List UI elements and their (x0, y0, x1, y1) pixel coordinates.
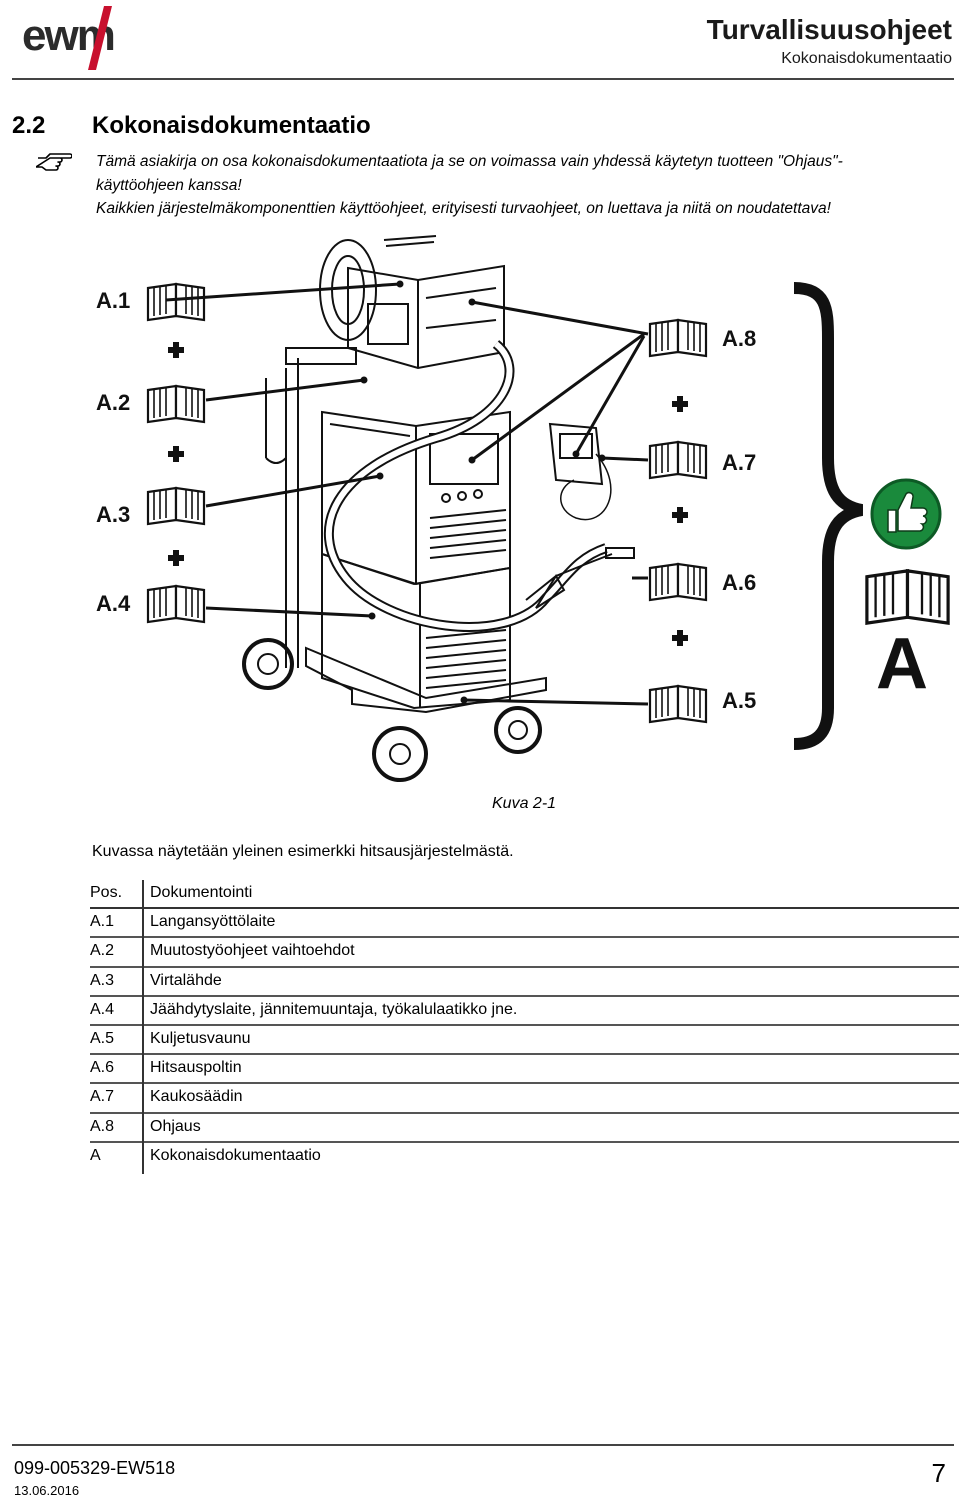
label-a8: A.8 (722, 326, 756, 351)
table-cell-doc: Kokonaisdokumentaatio (142, 1142, 959, 1174)
documentation-overview-figure: A.1 A.2 A.3 A.4 A.8 A.7 A.6 A.5 A (96, 235, 950, 782)
curly-brace-icon (793, 282, 864, 750)
note-line-1: Tämä asiakirja on osa kokonaisdokumentaa… (96, 153, 843, 170)
label-a5: A.5 (722, 688, 756, 713)
table-header-row: Pos. Dokumentointi (90, 880, 959, 910)
table-row: A.8 Ohjaus (90, 1113, 959, 1143)
table-cell-doc: Jäähdytyslaite, jännitemuuntaja, työkalu… (142, 996, 959, 1026)
page-header-title: Turvallisuusohjeet (706, 14, 952, 45)
table-cell-doc: Kuljetusvaunu (142, 1025, 959, 1056)
plus-icon (168, 550, 184, 566)
leader-lines (165, 282, 649, 706)
table-row: A.7 Kaukosäädin (90, 1084, 959, 1114)
note-line-3: Kaikkien järjestelmäkomponenttien käyttö… (96, 200, 831, 217)
table-row: A.6 Hitsauspoltin (90, 1055, 959, 1085)
label-a7: A.7 (722, 450, 756, 475)
pointing-hand-icon (36, 153, 72, 171)
manual-book-icon (648, 684, 708, 724)
table-row: A Kokonaisdokumentaatio (90, 1142, 959, 1174)
note-line-2: käyttöohjeen kanssa! (96, 176, 242, 194)
manual-book-icon (146, 486, 206, 526)
manual-book-icon (648, 562, 708, 602)
table-cell-pos: A.1 (90, 913, 115, 931)
table-cell-pos: A.5 (90, 1029, 115, 1047)
table-cell-doc: Langansyöttölaite (142, 909, 959, 939)
label-a2: A.2 (96, 390, 130, 415)
table-cell-doc: Ohjaus (142, 1113, 959, 1143)
manual-book-icon (146, 384, 206, 424)
table-header-doc: Dokumentointi (142, 880, 959, 910)
label-a6: A.6 (722, 570, 756, 595)
table-cell-pos: A.4 (90, 1000, 115, 1018)
footer-divider (12, 1444, 954, 1446)
plus-icon (168, 446, 184, 462)
table-cell-doc: Kaukosäädin (142, 1084, 959, 1114)
thumbs-up-icon (870, 478, 942, 550)
header-divider (12, 78, 954, 80)
ewm-logo: ewm (22, 6, 116, 70)
leader-dots (360, 280, 606, 704)
complete-documentation-book-icon (865, 569, 950, 625)
note-block: Tämä asiakirja on osa kokonaisdokumentaa… (96, 150, 916, 221)
label-a3: A.3 (96, 502, 130, 527)
table-cell-pos: A (90, 1146, 101, 1164)
figure-description: Kuvassa näytetään yleinen esimerkki hits… (92, 843, 514, 860)
plus-icon (672, 396, 688, 412)
manual-book-icon (648, 318, 708, 358)
manual-book-icon (648, 440, 708, 480)
plus-icon (168, 342, 184, 358)
footer-page-number: 7 (931, 1458, 946, 1488)
table-header-pos: Pos. (90, 884, 123, 901)
label-a-total: A (876, 624, 928, 704)
table-cell-pos: A.6 (90, 1059, 115, 1077)
footer-date: 13.06.2016 (14, 1483, 80, 1498)
table-cell-pos: A.3 (90, 971, 115, 989)
table-cell-pos: A.2 (90, 942, 115, 960)
table-row: A.5 Kuljetusvaunu (90, 1025, 959, 1056)
page-header-subtitle: Kokonaisdokumentaatio (781, 50, 952, 67)
footer-document-number: 099-005329-EW518 (14, 1458, 176, 1478)
label-a4: A.4 (96, 591, 131, 616)
documentation-table: Pos. Dokumentointi A.1 Langansyöttölaite… (90, 880, 959, 1174)
plus-icon (672, 507, 688, 523)
manual-book-icon (146, 584, 206, 624)
table-cell-doc: Virtalähde (142, 967, 959, 997)
table-row: A.2 Muutostyöohjeet vaihtoehdot (90, 938, 959, 968)
table-row: A.1 Langansyöttölaite (90, 909, 959, 939)
table-cell-doc: Muutostyöohjeet vaihtoehdot (142, 938, 959, 968)
section-number: 2.2 (12, 112, 46, 139)
table-cell-pos: A.7 (90, 1088, 115, 1106)
manual-book-icon (146, 282, 206, 322)
table-cell-doc: Hitsauspoltin (142, 1055, 959, 1085)
table-row: A.3 Virtalähde (90, 967, 959, 997)
section-title: Kokonaisdokumentaatio (92, 112, 371, 139)
figure-caption: Kuva 2-1 (492, 795, 557, 812)
label-a1: A.1 (96, 288, 130, 313)
table-cell-pos: A.8 (90, 1117, 115, 1135)
table-row: A.4 Jäähdytyslaite, jännitemuuntaja, työ… (90, 996, 959, 1026)
plus-icon (672, 630, 688, 646)
welding-system-illustration (242, 235, 635, 782)
